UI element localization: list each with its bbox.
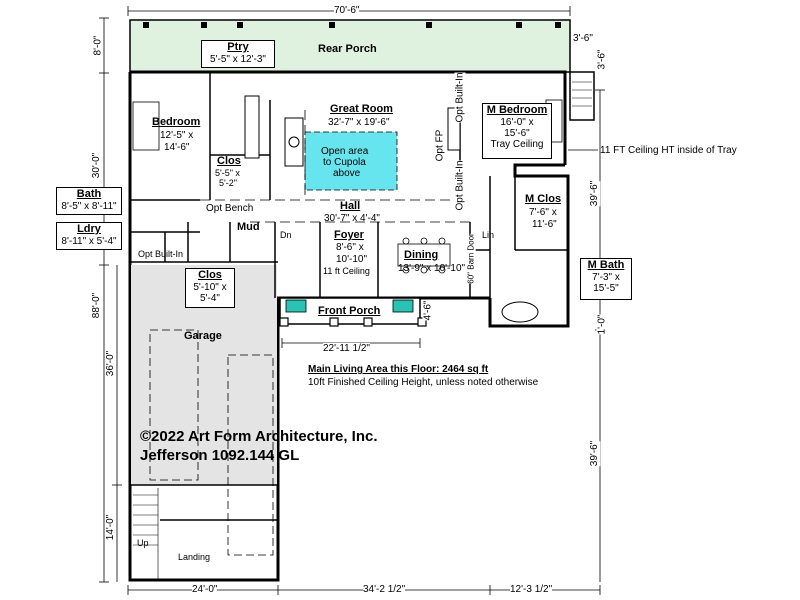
m-bedroom-size-2: 15'-6" — [504, 128, 530, 139]
front-porch-label: Front Porch — [318, 305, 381, 317]
rear-stair — [569, 71, 595, 121]
bath-size: 8'-5" x 8'-11" — [61, 201, 117, 212]
m-bedroom-ceiling: Tray Ceiling — [490, 139, 544, 150]
dim-left-14: 14'-0" — [105, 514, 117, 541]
garage-clos-size-1: 5'-10" x — [193, 282, 227, 293]
dim-porch-width: 22'-11 1/2" — [323, 343, 370, 354]
foyer-size-2: 10'-10" — [336, 254, 368, 265]
dim-bottom-34: 34'-2 1/2" — [363, 584, 406, 595]
dim-left-88: 88'-0" — [91, 292, 103, 319]
bath-name: Bath — [76, 188, 102, 200]
tray-note: 11 FT Ceiling HT inside of Tray — [600, 145, 737, 156]
main-area-note: Main Living Area this Floor: 2464 sq ft — [308, 364, 489, 375]
rear-porch-label: Rear Porch — [318, 43, 377, 55]
opt-built-in-2-label: Opt Built-In — [454, 160, 466, 211]
garage-label: Garage — [184, 330, 222, 342]
dim-right-3-6-v: 3'-6" — [596, 49, 608, 70]
ldry-label-box: Ldry 8'-11" x 5'-4" — [56, 222, 122, 250]
dim-porch-depth: 4'-6" — [422, 300, 434, 321]
bath-label-box: Bath 8'-5" x 8'-11" — [56, 187, 122, 215]
ptry-name: Ptry — [227, 41, 249, 53]
dining-size: 13'-9" x 10'-10" — [398, 263, 466, 274]
ceiling-note: 10ft Finished Ceiling Height, unless not… — [308, 377, 539, 388]
clos-small-name: Clos — [217, 155, 241, 167]
dim-left-30: 30'-0" — [91, 152, 103, 179]
m-clos-size-2: 11'-6" — [532, 219, 557, 230]
barn-door-label: 60" Barn Door — [466, 233, 476, 284]
copyright-text: ©2022 Art Form Architecture, Inc. — [140, 428, 378, 445]
dim-top: 70'-6" — [334, 5, 360, 16]
lin-label: Lin — [482, 230, 495, 240]
ptry-size: 5'-5" x 12'-3" — [210, 54, 266, 65]
clos-small-size-2: 5'-2" — [219, 178, 237, 188]
great-room-size: 32'-7" x 19'-6" — [328, 117, 390, 128]
m-bath-name: M Bath — [587, 259, 625, 271]
dim-bottom-24: 24'-0" — [192, 584, 218, 595]
dim-right-3-6-h: 3'-6" — [573, 33, 593, 44]
up-label: Up — [137, 538, 149, 548]
bathtub — [501, 301, 539, 323]
foyer-ceiling: 11 ft Ceiling — [323, 266, 370, 276]
ldry-name: Ldry — [77, 223, 101, 235]
bedroom-size-2: 14'-6" — [164, 142, 190, 153]
plan-name-text: Jefferson 1092.144 GL — [140, 447, 300, 464]
foyer-size-1: 8'-6" x — [336, 242, 364, 253]
m-bath-label-box: M Bath 7'-3" x 15'-5" — [580, 258, 632, 300]
dim-left-8: 8'-0" — [92, 35, 104, 56]
clos-small-size-1: 5'-5" x — [215, 168, 240, 178]
dim-right-1-0: 1'-0" — [596, 314, 608, 335]
opt-built-in-1-label: Opt Built-In — [454, 72, 466, 123]
ptry-label-box: Ptry 5'-5" x 12'-3" — [201, 40, 275, 68]
dining-name: Dining — [404, 249, 439, 261]
opt-built-in-3-label: Opt Built-In — [138, 249, 184, 259]
cupola-line-1: Open area — [321, 146, 369, 157]
rear-stair-treads — [572, 81, 592, 107]
m-bath-size-1: 7'-3" x — [592, 272, 620, 283]
dim-right-39-6-b: 39'-6" — [589, 440, 601, 467]
m-bedroom-size-1: 16'-0" x — [500, 117, 534, 128]
cupola-line-2: to Cupola — [323, 157, 366, 168]
kitchen-fixtures — [244, 95, 461, 167]
m-clos-name: M Clos — [525, 193, 562, 205]
dining-table — [397, 237, 451, 274]
m-bedroom-name: M Bedroom — [486, 104, 548, 116]
rear-porch-posts — [143, 22, 561, 28]
front-porch-window-right — [392, 299, 414, 313]
hall-size: 30'-7" x 4'-4" — [324, 213, 380, 224]
cupola-line-3: above — [333, 168, 361, 179]
dim-left-36: 36'-0" — [105, 350, 117, 377]
bedroom-name: Bedroom — [152, 116, 201, 128]
landing-label: Landing — [178, 552, 211, 562]
hall-name: Hall — [340, 200, 361, 212]
garage-car-outlines — [149, 329, 274, 556]
dim-bottom-12: 12'-3 1/2" — [510, 584, 553, 595]
garage-clos-label-box: Clos 5'-10" x 5'-4" — [185, 268, 235, 308]
ldry-size: 8'-11" x 5'-4" — [61, 236, 117, 247]
great-room-name: Great Room — [330, 103, 393, 115]
garage-stair — [133, 488, 159, 580]
m-clos-size-1: 7'-6" x — [529, 207, 557, 218]
front-porch-window-left — [285, 299, 307, 313]
dim-right-39-6-a: 39'-6" — [589, 180, 601, 207]
bedroom-size-1: 12'-5" x — [160, 130, 194, 141]
garage-clos-size-2: 5'-4" — [200, 293, 220, 304]
mud-label: Mud — [237, 221, 260, 233]
foyer-name: Foyer — [334, 229, 364, 241]
opt-fp-label: Opt FP — [434, 129, 446, 162]
front-porch-posts — [279, 317, 427, 327]
opt-bench-label: Opt Bench — [206, 203, 254, 214]
interior-walls — [130, 72, 568, 521]
m-bath-size-2: 15'-5" — [593, 283, 619, 294]
hall-dashes — [200, 110, 470, 223]
garage-clos-name: Clos — [198, 269, 222, 281]
dn-label: Dn — [280, 230, 292, 240]
m-bedroom-label-box: M Bedroom 16'-0" x 15'-6" Tray Ceiling — [482, 103, 552, 159]
